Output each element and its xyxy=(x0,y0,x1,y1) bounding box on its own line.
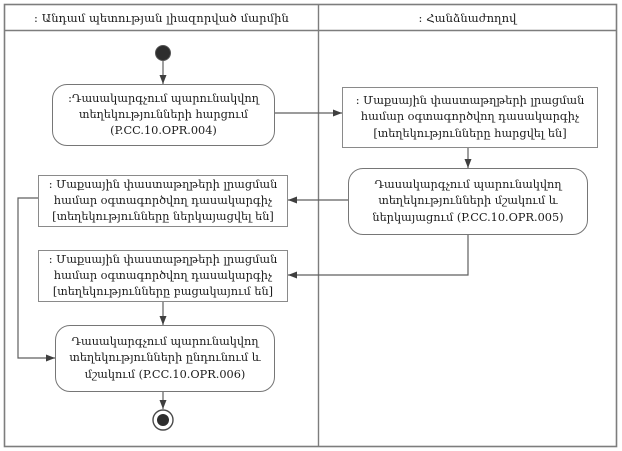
object-node-info-presented: : Մաքսային փաստաթղթերի լրացման համար օգտ… xyxy=(38,175,288,227)
node-label: : Մաքսային փաստաթղթերի լրացման համար օգտ… xyxy=(48,252,278,299)
lane-title: : Անդամ պետության լիազորված մարմին xyxy=(34,10,289,25)
object-node-info-requested: : Մաքսային փաստաթղթերի լրացման համար օգտ… xyxy=(342,87,598,148)
lane-header-member-state: : Անդամ պետության լիազորված մարմին xyxy=(5,5,318,30)
node-label: : Մաքսային փաստաթղթերի լրացման համար օգտ… xyxy=(355,94,585,140)
node-label: Դասակարգչում պարունակվող տեղեկություններ… xyxy=(372,178,564,224)
initial-node-icon xyxy=(155,45,171,61)
lane-header-commission: : Հանձնաժողով xyxy=(319,5,616,30)
node-label: :Դասակարգչում պարունակվող տեղեկություննե… xyxy=(68,91,259,138)
activity-node-receive-process: Դասակարգչում պարունակվող տեղեկություններ… xyxy=(55,325,275,392)
edge-object-presented-to-receive xyxy=(17,197,55,362)
lane-title: : Հանձնաժողով xyxy=(418,10,517,25)
node-label: Դասակարգչում պարունակվող տեղեկություններ… xyxy=(69,335,261,381)
activity-node-request-info: :Դասակարգչում պարունակվող տեղեկություննե… xyxy=(52,84,275,146)
diagram-frame xyxy=(3,3,618,448)
activity-node-process-present: Դասակարգչում պարունակվող տեղեկություններ… xyxy=(348,168,588,235)
edge-process-to-object-missing xyxy=(288,235,469,279)
node-label: : Մաքսային փաստաթղթերի լրացման համար օգտ… xyxy=(48,177,278,224)
object-node-info-missing: : Մաքսային փաստաթղթերի լրացման համար օգտ… xyxy=(38,250,288,302)
final-node-core-icon xyxy=(157,414,169,426)
